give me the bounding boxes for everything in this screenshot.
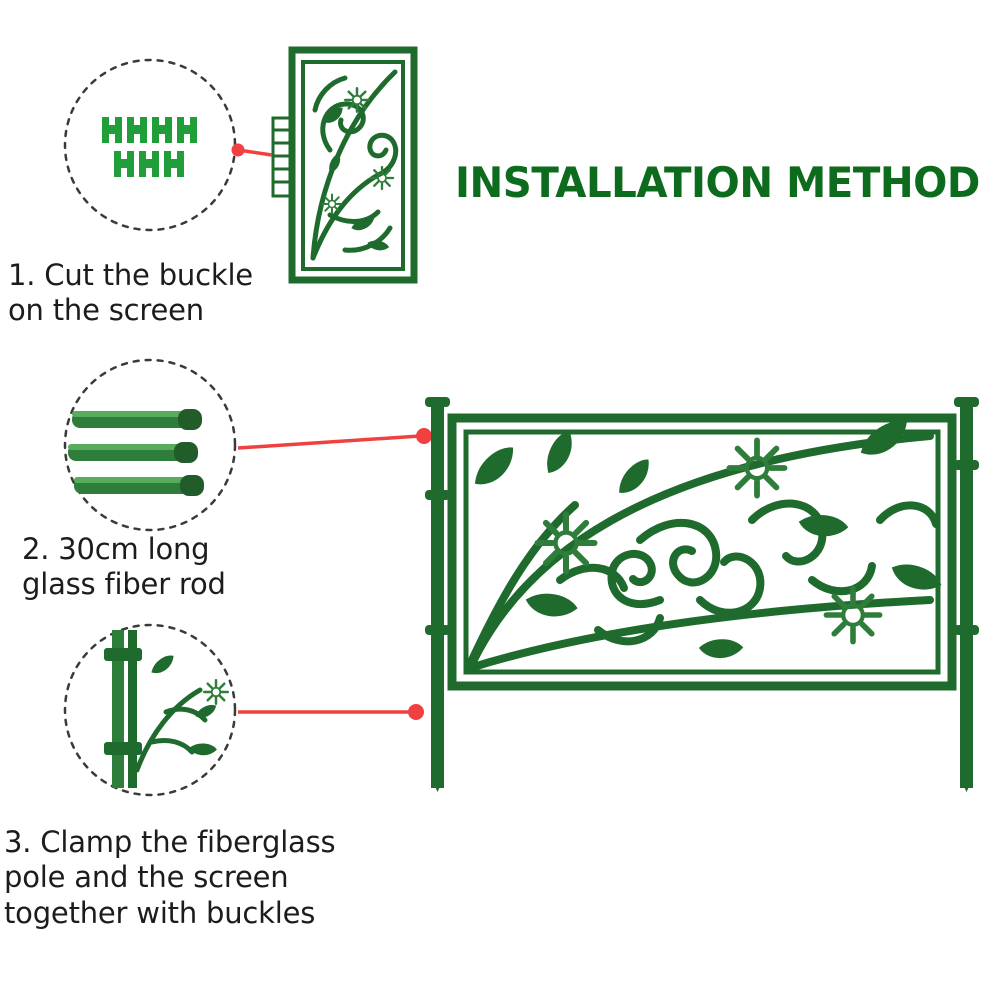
step-3-line-2: pole and the screen (4, 860, 289, 895)
rod (72, 409, 202, 430)
step-3-line-3: together with buckles (4, 895, 316, 930)
rod (74, 475, 204, 496)
top-fence-panel (271, 46, 418, 284)
callout-fiberglass-rods (63, 358, 432, 532)
step-2-text: 2. 30cm long glass fiber rod (22, 532, 322, 603)
step-2-line-2: glass fiber rod (22, 567, 226, 602)
buckle-strip (271, 116, 292, 198)
main-fence-panel (425, 397, 979, 792)
step-1-line-1: 1. Cut the buckle (8, 258, 253, 292)
step-3-line-1: 3. Clamp the fiberglass (4, 825, 336, 859)
callout-buckles (63, 58, 273, 232)
step-2-line-1: 2. 30cm long (22, 532, 210, 566)
page-title: INSTALLATION METHOD (455, 158, 980, 207)
left-stake (425, 397, 450, 792)
callout-clamped-joint (63, 623, 424, 797)
right-stake (954, 397, 979, 792)
step-1-line-2: on the screen (8, 293, 204, 328)
step-3-text: 3. Clamp the fiberglass pole and the scr… (4, 825, 379, 931)
step-1-text: 1. Cut the buckle on the screen (8, 258, 308, 329)
rod (68, 442, 198, 463)
